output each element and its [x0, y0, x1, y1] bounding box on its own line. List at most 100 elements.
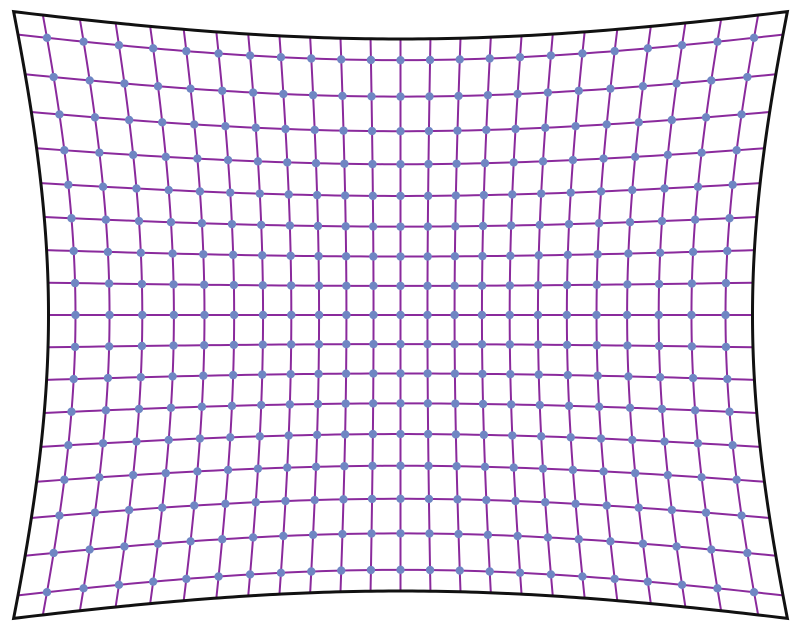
grid-node [283, 158, 292, 167]
grid-node [480, 159, 490, 168]
grid-node [723, 246, 732, 256]
grid-node [450, 281, 459, 290]
grid-node [287, 310, 296, 320]
grid-node [594, 402, 604, 411]
grid-node [477, 310, 487, 320]
grid-node [424, 461, 433, 471]
grid-node [533, 310, 543, 320]
grid-node [251, 123, 260, 132]
grid-node [538, 157, 548, 166]
grid-node [506, 400, 516, 409]
grid-node [707, 545, 716, 554]
grid-node [451, 430, 461, 439]
grid-node [425, 565, 435, 575]
grid-node [483, 90, 493, 100]
grid-node [281, 496, 290, 506]
grid-node [69, 246, 78, 256]
grid-node [511, 124, 520, 134]
grid-node [164, 185, 173, 195]
grid-node [158, 118, 167, 127]
grid-node [546, 51, 556, 60]
grid-node [450, 310, 459, 320]
grid-node [218, 86, 227, 95]
grid-node [368, 159, 377, 169]
grid-node [566, 433, 575, 442]
grid-node [721, 278, 731, 288]
grid-node [307, 567, 316, 576]
grid-node [707, 76, 716, 85]
grid-node [451, 222, 460, 231]
grid-node [161, 152, 170, 162]
grid-node [308, 90, 318, 100]
grid-node [276, 568, 286, 577]
grid-node [369, 339, 378, 349]
grid-node [284, 190, 293, 199]
grid-node [186, 84, 195, 93]
grid-node [505, 310, 514, 320]
grid-node [690, 215, 700, 224]
grid-node [148, 577, 158, 586]
grid-node [478, 369, 487, 379]
grid-node [314, 369, 323, 379]
grid-node [148, 44, 158, 53]
grid-node [258, 340, 268, 349]
grid-node [687, 342, 697, 351]
grid-node [153, 539, 163, 548]
grid-node [153, 82, 163, 91]
grid-node [341, 399, 350, 408]
grid-node [423, 429, 433, 439]
grid-node [286, 340, 296, 349]
grid-node [743, 72, 752, 82]
grid-node [368, 461, 377, 471]
grid-node [423, 191, 433, 201]
grid-node [71, 310, 80, 320]
grid-node [562, 310, 572, 320]
grid-node [515, 568, 525, 577]
grid-node [424, 126, 434, 136]
grid-node [313, 399, 323, 409]
grid-node [455, 55, 464, 64]
grid-nodes [42, 33, 759, 597]
grid-node [454, 91, 463, 101]
grid-node [69, 374, 78, 384]
grid-node [337, 566, 346, 575]
grid-node [535, 220, 544, 230]
grid-node [677, 40, 687, 50]
grid-node [339, 126, 348, 135]
grid-node [593, 371, 602, 380]
grid-node [314, 251, 323, 261]
grid-node [168, 372, 177, 381]
grid-node [49, 548, 58, 558]
grid-node [568, 465, 578, 475]
grid-node [124, 505, 134, 515]
grid-node [396, 252, 405, 261]
grid-node [533, 340, 543, 349]
grid-node [657, 404, 667, 414]
grid-node [281, 124, 290, 134]
grid-node [602, 120, 611, 129]
grid-node [60, 146, 69, 155]
grid-node [368, 429, 378, 439]
grid-node [190, 501, 199, 510]
grid-node [667, 505, 677, 515]
grid-node [660, 184, 669, 193]
grid-node [166, 218, 176, 227]
grid-node [101, 215, 111, 224]
grid-node [541, 123, 550, 132]
grid-node [425, 55, 435, 65]
grid-node [534, 370, 543, 379]
grid-node [564, 219, 574, 229]
grid-node [137, 279, 147, 289]
grid-node [307, 54, 316, 63]
grid-node [223, 155, 233, 165]
grid-node [396, 399, 405, 408]
grid-node [197, 402, 207, 411]
grid-node [227, 219, 237, 229]
grid-node [182, 574, 191, 584]
grid-node [396, 281, 405, 291]
grid-node [563, 370, 573, 380]
grid-node [341, 222, 350, 231]
grid-node [513, 531, 522, 541]
grid-node [197, 219, 207, 228]
grid-node [105, 310, 114, 320]
